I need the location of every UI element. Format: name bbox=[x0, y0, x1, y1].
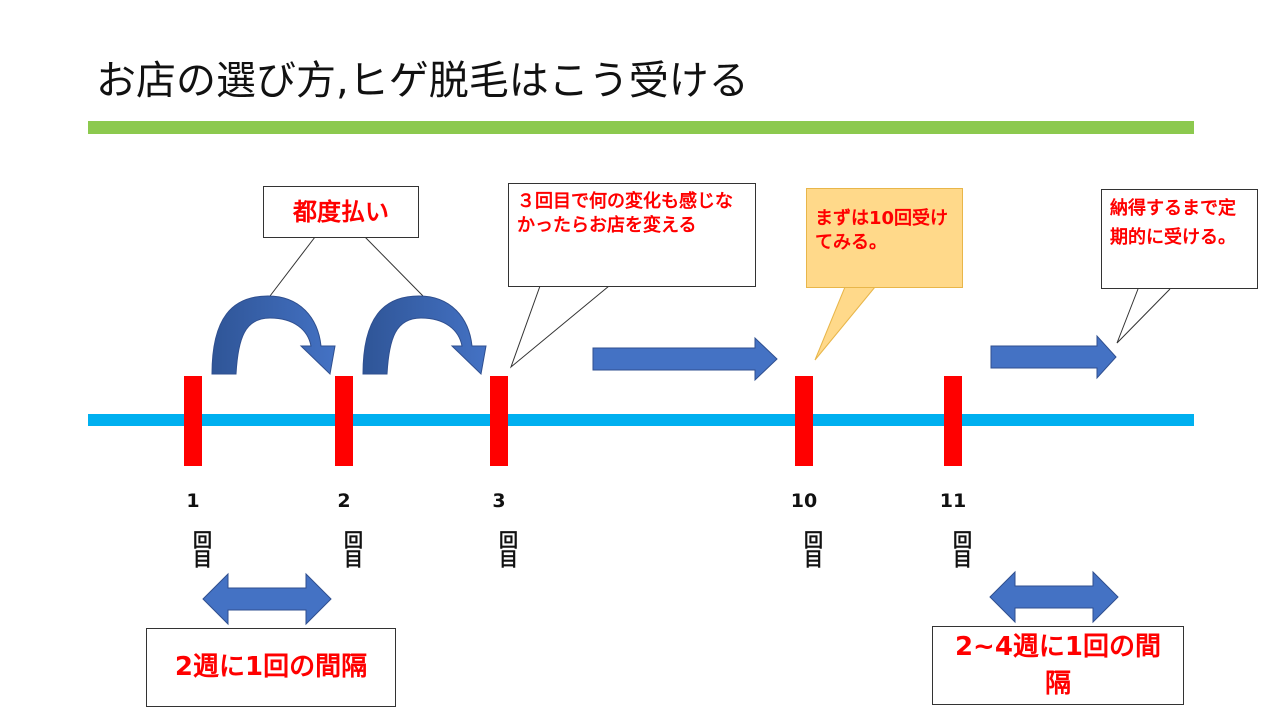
callout-try-ten: まずは10回受けてみる。 bbox=[806, 188, 963, 288]
callout-change-shop: ３回目で何の変化も感じなかったらお店を変える bbox=[508, 183, 756, 287]
tick-mark-3 bbox=[490, 376, 508, 466]
connector-line-right bbox=[364, 236, 424, 297]
mark-number-1: 1 bbox=[186, 490, 200, 512]
callout-try-ten-text: まずは10回受けてみる。 bbox=[815, 208, 949, 253]
timeline-bar bbox=[88, 414, 1194, 426]
mark-number-11: 11 bbox=[939, 490, 967, 512]
mark-unit-2: 回目 bbox=[341, 530, 363, 568]
curved-arrow-2-icon bbox=[362, 295, 487, 376]
callout-pointer-change-shop bbox=[509, 285, 610, 369]
double-arrow-2-icon bbox=[989, 570, 1119, 624]
tick-mark-11 bbox=[944, 376, 962, 466]
callout-change-shop-text: ３回目で何の変化も感じなかったらお店を変える bbox=[517, 191, 733, 236]
interval-two-weeks-label: 2週に1回の間隔 bbox=[174, 652, 368, 682]
interval-two-four-weeks-label: 2~4週に1回の間隔 bbox=[954, 632, 1162, 699]
mark-unit-11: 回目 bbox=[950, 530, 972, 568]
mark-number-10: 10 bbox=[790, 490, 818, 512]
callout-pointer-regular bbox=[1116, 288, 1171, 344]
callout-regular: 納得するまで定期的に受ける。 bbox=[1101, 189, 1258, 289]
callout-regular-text: 納得するまで定期的に受ける。 bbox=[1110, 198, 1236, 248]
curved-arrow-1-icon bbox=[211, 295, 336, 376]
mark-number-2: 2 bbox=[337, 490, 351, 512]
title-underline bbox=[88, 121, 1194, 134]
callout-change-shop-bottom-edge bbox=[508, 286, 756, 287]
tick-mark-2 bbox=[335, 376, 353, 466]
right-arrow-1-icon bbox=[592, 336, 778, 382]
tick-mark-1 bbox=[184, 376, 202, 466]
mark-unit-10: 回目 bbox=[801, 530, 823, 568]
mark-unit-3: 回目 bbox=[496, 530, 518, 568]
connector-line-left bbox=[269, 236, 316, 297]
pay-each-box: 都度払い bbox=[263, 186, 419, 238]
tick-mark-10 bbox=[795, 376, 813, 466]
slide-title: お店の選び方,ヒゲ脱毛はこう受ける bbox=[96, 58, 749, 104]
mark-unit-1: 回目 bbox=[190, 530, 212, 568]
double-arrow-1-icon bbox=[202, 572, 332, 626]
right-arrow-2-icon bbox=[990, 334, 1117, 380]
pay-each-label: 都度払い bbox=[293, 198, 389, 226]
interval-two-weeks-box: 2週に1回の間隔 bbox=[146, 628, 396, 707]
interval-two-four-weeks-box: 2~4週に1回の間隔 bbox=[932, 626, 1184, 705]
callout-pointer-try-ten bbox=[814, 286, 876, 361]
mark-number-3: 3 bbox=[492, 490, 506, 512]
